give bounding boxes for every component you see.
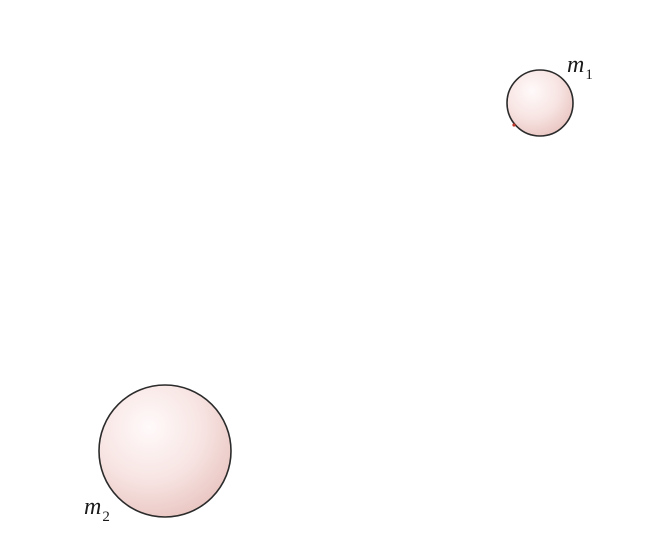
label-m1-subscript: 1 [585, 67, 593, 83]
sphere-m2 [98, 384, 232, 518]
label-m2: m2 [84, 494, 110, 525]
label-m1: m1 [567, 52, 593, 83]
label-m2-subscript: 2 [102, 509, 110, 525]
mass-m2: m2 [84, 384, 232, 525]
label-m1-symbol: m [567, 52, 584, 78]
sphere-m1 [506, 69, 574, 137]
mass-m1: m1 [506, 52, 593, 137]
label-m2-symbol: m [84, 494, 101, 520]
sphere-m1-accent-dot [512, 123, 516, 127]
